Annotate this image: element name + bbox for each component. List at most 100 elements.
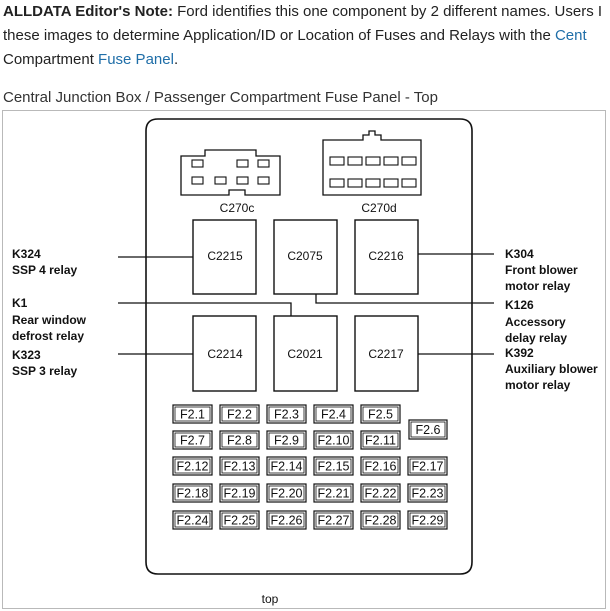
fuse-outline bbox=[360, 430, 401, 450]
connector-c270c-label: C270c bbox=[220, 201, 255, 215]
fuse-f2-12: F2.12 bbox=[172, 456, 213, 476]
pin bbox=[347, 156, 363, 166]
fuse-f2-15: F2.15 bbox=[313, 456, 354, 476]
fuse-inner-outline bbox=[221, 406, 258, 422]
pin bbox=[191, 159, 204, 168]
fuse-label: F2.8 bbox=[227, 434, 252, 448]
fuse-inner-outline bbox=[362, 458, 399, 474]
fuse-f2-27: F2.27 bbox=[313, 510, 354, 530]
diagram-caption: Central Junction Box / Passenger Compart… bbox=[3, 89, 438, 106]
right-label-k126-code: K126 bbox=[505, 298, 534, 312]
fuse-outline bbox=[313, 510, 354, 530]
right-label-k304-code: K304 bbox=[505, 247, 534, 261]
fuse-outline bbox=[266, 404, 307, 424]
pin bbox=[383, 178, 399, 188]
fuse-f2-1: F2.1 bbox=[172, 404, 213, 424]
fuse-inner-outline bbox=[221, 485, 258, 501]
fuse-outline bbox=[172, 404, 213, 424]
pin bbox=[365, 156, 381, 166]
fuse-f2-24: F2.24 bbox=[172, 510, 213, 530]
fuse-outline bbox=[219, 483, 260, 503]
panel-housing bbox=[145, 118, 473, 575]
fuse-outline bbox=[172, 456, 213, 476]
fuse-label: F2.15 bbox=[318, 460, 350, 474]
fuse-outline bbox=[219, 456, 260, 476]
editor-note-line1: Ford identifies this one component by 2 … bbox=[172, 3, 603, 20]
fuse-outline bbox=[266, 483, 307, 503]
fuse-label: F2.21 bbox=[318, 487, 350, 501]
fuse-label: F2.26 bbox=[271, 514, 303, 528]
fuse-inner-outline bbox=[409, 512, 446, 528]
fuse-f2-18: F2.18 bbox=[172, 483, 213, 503]
fuse-inner-outline bbox=[174, 485, 211, 501]
fuse-inner-outline bbox=[315, 512, 352, 528]
fuse-label: F2.9 bbox=[274, 434, 299, 448]
left-label-k323: K323 SSP 3 relay bbox=[12, 348, 77, 378]
fuse-inner-outline bbox=[174, 432, 211, 448]
right-label-k304-desc2: motor relay bbox=[505, 279, 571, 293]
fuse-f2-11: F2.11 bbox=[360, 430, 401, 450]
fuse-label: F2.18 bbox=[177, 487, 209, 501]
editor-note-line2: these images to determine Application/ID… bbox=[3, 27, 555, 44]
relay-socket-c2075-label: C2075 bbox=[287, 249, 323, 263]
fuse-outline bbox=[360, 404, 401, 424]
fuse-outline bbox=[266, 510, 307, 530]
fuse-f2-16: F2.16 bbox=[360, 456, 401, 476]
fuse-outline bbox=[172, 483, 213, 503]
pin bbox=[191, 176, 204, 185]
fuse-inner-outline bbox=[174, 406, 211, 422]
pin bbox=[329, 156, 345, 166]
pin bbox=[383, 156, 399, 166]
fuse-f2-4: F2.4 bbox=[313, 404, 354, 424]
fuse-inner-outline bbox=[362, 432, 399, 448]
fuse-f2-13: F2.13 bbox=[219, 456, 260, 476]
fuse-label: F2.19 bbox=[224, 487, 256, 501]
fuse-inner-outline bbox=[362, 406, 399, 422]
editor-note-end: . bbox=[173, 51, 179, 68]
fuse-label: F2.28 bbox=[365, 514, 397, 528]
fuse-inner-outline bbox=[221, 432, 258, 448]
central-junction-link[interactable]: Cent bbox=[554, 27, 587, 44]
fuse-outline bbox=[407, 456, 448, 476]
left-label-k1: K1 Rear window defrost relay bbox=[12, 296, 87, 343]
fuse-inner-outline bbox=[268, 432, 305, 448]
pin bbox=[236, 176, 249, 185]
leader-k1 bbox=[118, 302, 292, 316]
fuse-label: F2.2 bbox=[227, 408, 252, 422]
fuse-label: F2.5 bbox=[368, 408, 393, 422]
fuse-inner-outline bbox=[315, 432, 352, 448]
fuse-f2-6: F2.6 bbox=[408, 419, 448, 440]
leader-lines bbox=[118, 253, 494, 355]
fuse-outline bbox=[219, 404, 260, 424]
fuse-label: F2.12 bbox=[177, 460, 209, 474]
right-label-k392-desc1: Auxiliary blower bbox=[505, 362, 598, 376]
fuse-panel-link[interactable]: Fuse Panel bbox=[98, 51, 174, 68]
fuse-f2-29: F2.29 bbox=[407, 510, 448, 530]
fuse-label: F2.27 bbox=[318, 514, 350, 528]
fuse-label: F2.16 bbox=[365, 460, 397, 474]
relay-socket-c2021-label: C2021 bbox=[287, 347, 323, 361]
fuse-outline bbox=[360, 456, 401, 476]
fuse-inner-outline bbox=[221, 458, 258, 474]
pin bbox=[329, 178, 345, 188]
orientation-label: top bbox=[262, 592, 279, 606]
fuse-inner-outline bbox=[409, 458, 446, 474]
relay-socket-c2021 bbox=[273, 315, 338, 392]
fuse-inner-outline bbox=[268, 512, 305, 528]
fuse-label: F2.6 bbox=[415, 423, 440, 437]
fuse-f2-25: F2.25 bbox=[219, 510, 260, 530]
fuse-label: F2.13 bbox=[224, 460, 256, 474]
connector-c270d-label: C270d bbox=[361, 201, 396, 215]
pin bbox=[236, 159, 249, 168]
leader-k126 bbox=[315, 294, 494, 304]
fuse-f2-5: F2.5 bbox=[360, 404, 401, 424]
fuse-f2-10: F2.10 bbox=[313, 430, 354, 450]
fuse-f2-21: F2.21 bbox=[313, 483, 354, 503]
fuse-f2-2: F2.2 bbox=[219, 404, 260, 424]
fuse-outline bbox=[408, 419, 448, 440]
right-label-k392: K392 Auxiliary blower motor relay bbox=[505, 346, 598, 392]
fuse-label: F2.23 bbox=[412, 487, 444, 501]
fuse-inner-outline bbox=[268, 458, 305, 474]
fuse-label: F2.1 bbox=[180, 408, 205, 422]
